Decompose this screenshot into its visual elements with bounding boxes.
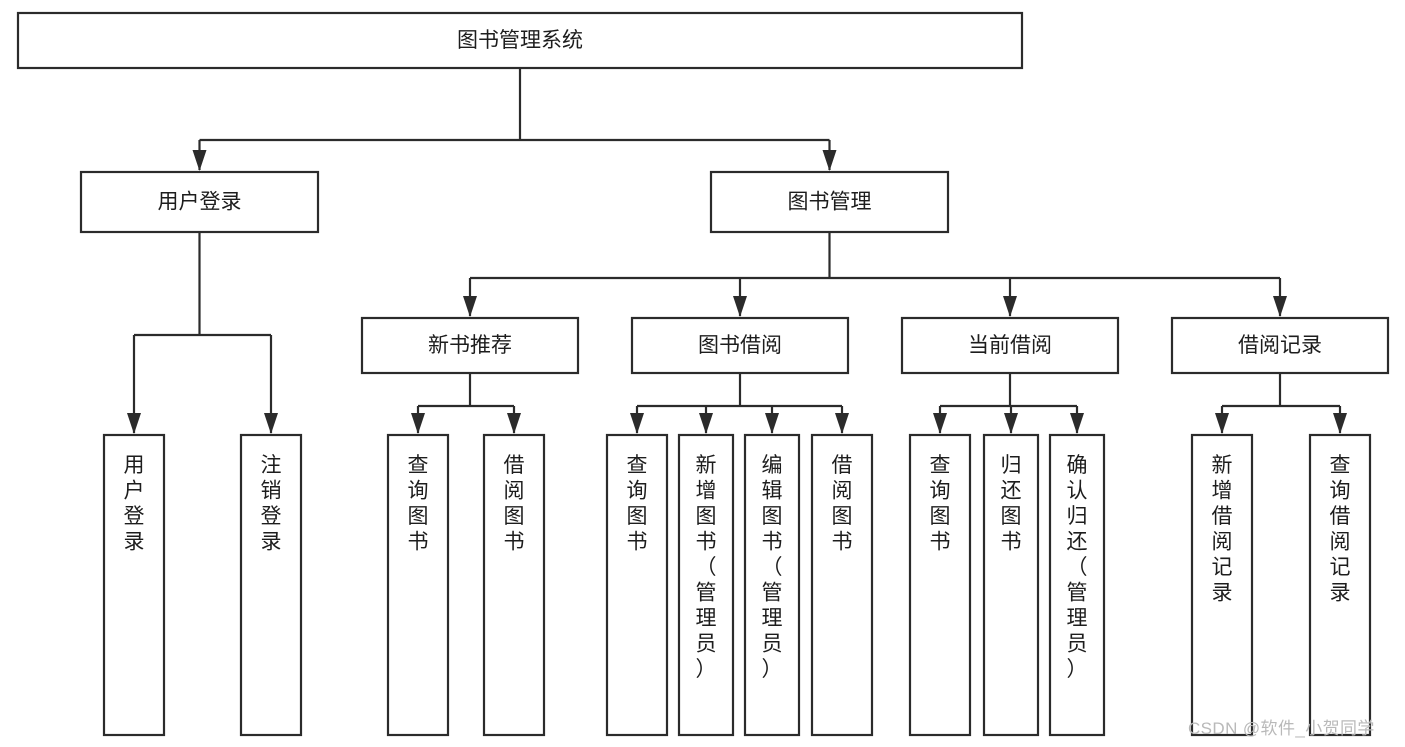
- node-leaf-edit-book-admin[interactable]: 编辑图书（管理员）: [743, 433, 801, 737]
- node-leaf-confirm-return-admin[interactable]: 确认归还（管理员）: [1048, 433, 1106, 737]
- node-label: 查询借阅记录: [1330, 454, 1351, 605]
- node-leaf-return-book[interactable]: 归还图书: [982, 433, 1040, 737]
- node-borrow-record[interactable]: 借阅记录: [1170, 316, 1390, 375]
- node-box: [900, 316, 1120, 375]
- node-new-book-recommend[interactable]: 新书推荐: [360, 316, 580, 375]
- node-label: 新书推荐: [428, 334, 512, 357]
- node-box: [1170, 316, 1390, 375]
- node-leaf-query-book-1[interactable]: 查询图书: [386, 433, 450, 737]
- node-label: 新增图书（管理员）: [696, 454, 717, 681]
- node-box: [982, 433, 1040, 737]
- node-box: [1190, 433, 1254, 737]
- node-label: 图书借阅: [698, 334, 782, 357]
- node-label: 用户登录: [124, 454, 145, 554]
- node-box: [908, 433, 972, 737]
- node-label: 图书管理: [788, 191, 872, 214]
- node-label: 查询图书: [408, 454, 429, 554]
- node-root[interactable]: 图书管理系统: [16, 11, 1024, 70]
- node-leaf-add-borrow-record[interactable]: 新增借阅记录: [1190, 433, 1254, 737]
- node-box: [677, 433, 735, 737]
- node-label: 确认归还（管理员）: [1067, 454, 1088, 681]
- node-label: 注销登录: [261, 454, 282, 554]
- node-current-borrow[interactable]: 当前借阅: [900, 316, 1120, 375]
- node-box: [1308, 433, 1372, 737]
- node-box: [810, 433, 874, 737]
- node-leaf-add-book-admin[interactable]: 新增图书（管理员）: [677, 433, 735, 737]
- node-label: 借阅图书: [504, 454, 525, 554]
- node-box: [16, 11, 1024, 70]
- node-label: 归还图书: [1001, 454, 1022, 554]
- node-box: [709, 170, 950, 234]
- node-leaf-query-book-2[interactable]: 查询图书: [605, 433, 669, 737]
- node-box: [102, 433, 166, 737]
- node-label: 借阅记录: [1238, 334, 1322, 357]
- node-book-manage[interactable]: 图书管理: [709, 170, 950, 234]
- node-box: [605, 433, 669, 737]
- node-label: 新增借阅记录: [1212, 454, 1233, 605]
- node-leaf-logout[interactable]: 注销登录: [239, 433, 303, 737]
- node-box: [360, 316, 580, 375]
- node-leaf-user-login[interactable]: 用户登录: [102, 433, 166, 737]
- node-box: [1048, 433, 1106, 737]
- node-box: [743, 433, 801, 737]
- node-book-borrow[interactable]: 图书借阅: [630, 316, 850, 375]
- node-leaf-query-borrow-record[interactable]: 查询借阅记录: [1308, 433, 1372, 737]
- node-box: [386, 433, 450, 737]
- nodes-layer: 图书管理系统用户登录图书管理新书推荐图书借阅当前借阅借阅记录用户登录注销登录查询…: [16, 11, 1390, 737]
- node-box: [630, 316, 850, 375]
- node-label: 查询图书: [930, 454, 951, 554]
- node-label: 用户登录: [158, 191, 242, 214]
- edges-layer: [127, 68, 1347, 434]
- node-leaf-borrow-book-2[interactable]: 借阅图书: [810, 433, 874, 737]
- node-label: 编辑图书（管理员）: [762, 454, 783, 681]
- node-user-login[interactable]: 用户登录: [79, 170, 320, 234]
- node-label: 借阅图书: [832, 454, 853, 554]
- node-box: [79, 170, 320, 234]
- node-leaf-query-book-3[interactable]: 查询图书: [908, 433, 972, 737]
- node-box: [482, 433, 546, 737]
- node-leaf-borrow-book-1[interactable]: 借阅图书: [482, 433, 546, 737]
- node-label: 图书管理系统: [457, 29, 583, 52]
- node-label: 查询图书: [627, 454, 648, 554]
- node-label: 当前借阅: [968, 334, 1052, 357]
- node-box: [239, 433, 303, 737]
